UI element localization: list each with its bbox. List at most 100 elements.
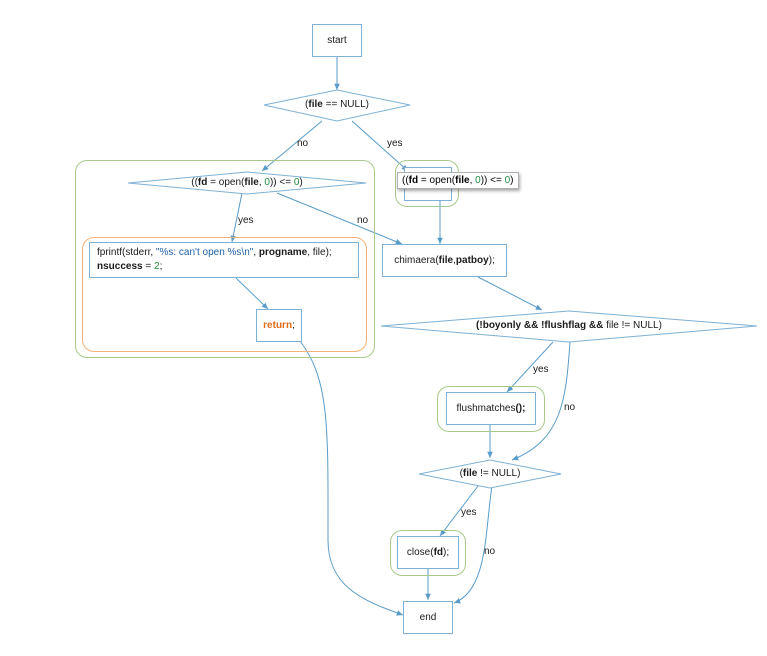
edge-return-to-end <box>299 340 404 616</box>
var-fd: fd <box>197 177 208 188</box>
fn-chimaera: chimaera( <box>394 255 439 266</box>
decision-file-not-null-label: (file != NULL) <box>419 468 561 479</box>
end-label: end <box>419 612 437 623</box>
edge-label-yes: yes <box>238 215 254 226</box>
edge-boyonly-no-to-filenotnull <box>511 341 571 461</box>
decision-file-not-null-shape <box>418 459 562 489</box>
num-zero: 0 <box>293 177 300 188</box>
num-zero: 0 <box>504 175 511 186</box>
comma: , <box>253 247 259 258</box>
comma: , <box>307 247 313 258</box>
edge-filenotnull-no-to-end <box>453 485 493 604</box>
comma: , <box>453 255 456 266</box>
edge-boyonly-yes-to-flush <box>506 341 554 393</box>
chimaera-node: chimaera(file, patboy); <box>382 244 507 277</box>
fn-flushmatches: flushmatches <box>456 403 516 414</box>
edge-fprintf-to-return <box>235 277 269 310</box>
edge-label-no: no <box>297 138 309 149</box>
comma: , <box>258 177 265 188</box>
var-file: file <box>308 99 323 110</box>
num-zero: 0 <box>475 175 481 186</box>
start-label: start <box>327 35 347 46</box>
arg-patboy: patboy <box>455 255 489 266</box>
var-nsuccess: nsuccess <box>97 261 143 272</box>
paren: ) <box>510 175 514 186</box>
decision-open-left-shape <box>127 171 367 195</box>
comma: , <box>469 175 476 186</box>
var-flushflag: flushflag <box>544 320 587 331</box>
op-eq-null: == NULL) <box>322 99 369 110</box>
paren: (( <box>402 175 409 186</box>
open-right-tooltip: ((fd = open(file, 0)) <= 0) <box>397 172 519 189</box>
group-close <box>390 530 466 576</box>
edge-left-no-to-chimaera <box>276 192 403 245</box>
op-and-not: && ! <box>521 320 545 331</box>
kw-return: return <box>263 320 293 331</box>
paren: (( <box>191 177 198 188</box>
edge-label-yes: yes <box>533 364 549 375</box>
arg-file: file <box>312 247 326 258</box>
fprintf-line-2: nsuccess = 2; <box>97 261 162 272</box>
fn-close: close( <box>406 547 434 558</box>
close-node: close(fd); <box>397 536 459 569</box>
end-node: end <box>403 601 453 634</box>
op-le: )) <= <box>480 175 505 186</box>
var-file: file <box>244 177 259 188</box>
op-le: )) <= <box>269 177 294 188</box>
fprintf-line-1: fprintf(stderr, "%s: can't open %s\n", p… <box>97 247 332 258</box>
op-ne-null: != NULL) <box>477 468 521 479</box>
arg-fd: fd <box>433 547 444 558</box>
edge-label-yes: yes <box>387 138 403 149</box>
string-literal: "%s: can't open %s\n" <box>155 247 254 258</box>
op-and: && <box>586 320 607 331</box>
var-file: file <box>462 468 478 479</box>
op-open: = open( <box>418 175 456 186</box>
edge-label-no: no <box>357 215 369 226</box>
var-file: file <box>455 175 470 186</box>
var-file: file <box>606 320 619 331</box>
close-paren: ); <box>443 547 450 558</box>
group-left-open <box>75 160 375 358</box>
close-paren: ); <box>488 255 495 266</box>
decision-open-left-label: ((fd = open(file, 0)) <= 0) <box>128 177 366 188</box>
semicolon: ; <box>292 320 295 331</box>
paren-not: (! <box>476 320 483 331</box>
var-boyonly: boyonly <box>482 320 522 331</box>
decision-file-null-shape <box>263 89 411 122</box>
comma: , <box>150 247 156 258</box>
op-ne-null: != NULL) <box>618 320 662 331</box>
decision-boyonly-label: (!boyonly && !flushflag && file != NULL) <box>381 320 757 331</box>
group-flushmatches <box>437 386 545 432</box>
arg-stderr: stderr <box>125 247 151 258</box>
decision-file-null-label: (file == NULL) <box>264 99 410 110</box>
decision-boyonly-shape <box>380 310 758 343</box>
semicolon: ; <box>159 261 163 272</box>
flushmatches-node: flushmatches(); <box>446 392 536 425</box>
paren: ( <box>305 99 309 110</box>
fprintf-node: fprintf(stderr, "%s: can't open %s\n", p… <box>89 242 359 278</box>
start-node: start <box>312 24 362 57</box>
call-parens: (); <box>515 403 526 414</box>
arg-file: file <box>438 255 454 266</box>
close-paren: ); <box>325 247 332 258</box>
fn-fprintf: fprintf( <box>97 247 126 258</box>
edge-left-yes-to-fprintf <box>230 192 243 243</box>
group-fprintf <box>82 237 367 352</box>
num-two: 2 <box>154 261 160 272</box>
edge-chimaera-to-boyonly <box>477 276 543 311</box>
op-assign: = <box>142 261 154 272</box>
num-zero: 0 <box>264 177 270 188</box>
edge-filenotnull-yes-to-close <box>439 485 479 537</box>
edge-no-to-left-open <box>261 120 323 172</box>
arg-progname: progname <box>258 247 308 258</box>
var-fd: fd <box>408 175 419 186</box>
edge-label-yes: yes <box>461 507 477 518</box>
paren: ( <box>459 468 463 479</box>
paren: ) <box>299 177 303 188</box>
edge-label-no: no <box>484 546 496 557</box>
edge-label-no: no <box>564 402 576 413</box>
op-open: = open( <box>207 177 245 188</box>
return-node: return; <box>256 309 302 342</box>
